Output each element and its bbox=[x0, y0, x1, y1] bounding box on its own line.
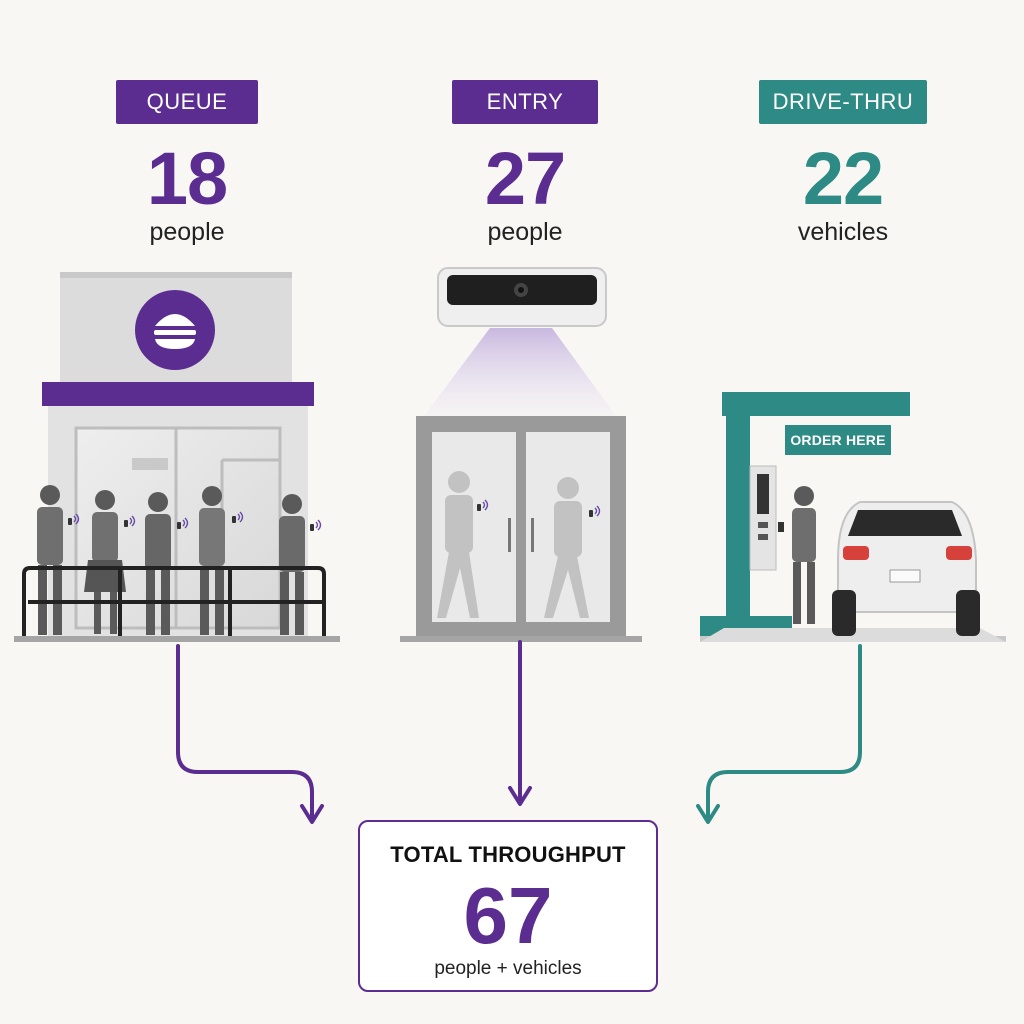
entry-label: ENTRY bbox=[452, 80, 598, 124]
total-value: 67 bbox=[463, 871, 553, 960]
entry-person bbox=[437, 471, 489, 618]
burger-logo-icon bbox=[135, 290, 215, 370]
queue-unit: people bbox=[149, 218, 225, 246]
drive-thru-attendant bbox=[778, 486, 816, 624]
total-unit: people + vehicles bbox=[434, 958, 582, 979]
queue-label: QUEUE bbox=[116, 80, 258, 124]
car-icon bbox=[832, 501, 980, 636]
total-throughput-box: TOTAL THROUGHPUT 67 people + vehicles bbox=[358, 820, 658, 992]
entry-unit: people bbox=[487, 218, 563, 246]
queue-rail bbox=[22, 566, 326, 636]
queue-value: 18 bbox=[146, 137, 228, 220]
order-here-sign: ORDER HERE bbox=[785, 425, 891, 455]
queue-stat: QUEUE 18 people bbox=[57, 80, 317, 247]
drive-thru-value: 22 bbox=[802, 137, 884, 220]
camera-detection-beam bbox=[424, 328, 616, 416]
drive-thru-unit: vehicles bbox=[797, 218, 889, 246]
entry-value: 27 bbox=[484, 137, 566, 220]
entry-people bbox=[437, 471, 601, 618]
drive-thru-stat: DRIVE-THRU 22 vehicles bbox=[713, 80, 973, 247]
entry-doors bbox=[400, 416, 642, 642]
order-kiosk bbox=[749, 465, 777, 571]
entry-stat: ENTRY 27 people bbox=[395, 80, 655, 247]
entry-flow-arrow bbox=[508, 640, 532, 806]
drive-thru-label: DRIVE-THRU bbox=[759, 80, 927, 124]
ceiling-camera-icon bbox=[437, 267, 607, 327]
entry-person bbox=[544, 477, 601, 618]
drive-thru-canopy bbox=[700, 392, 1006, 642]
drive-thru-flow-arrow bbox=[696, 644, 862, 824]
total-title: TOTAL THROUGHPUT bbox=[390, 842, 626, 867]
queue-flow-arrow bbox=[176, 644, 324, 824]
